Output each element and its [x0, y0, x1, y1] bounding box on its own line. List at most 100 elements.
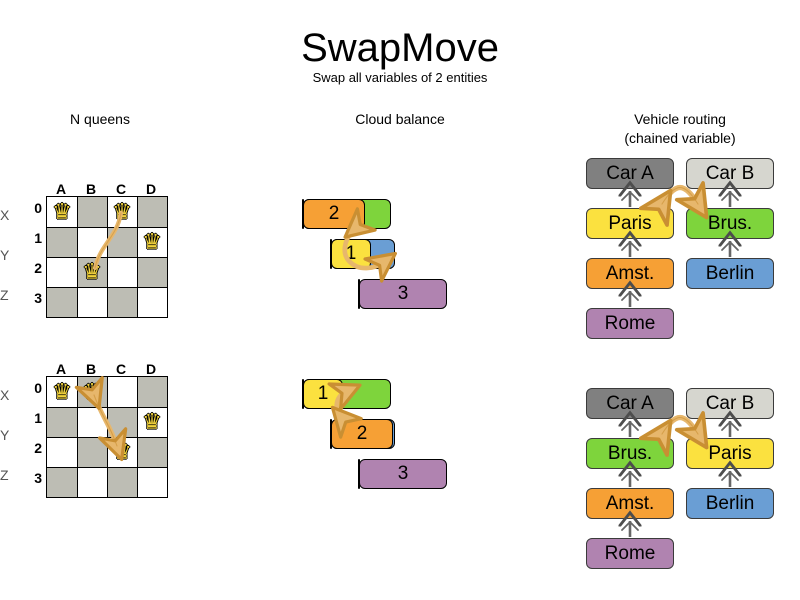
board-cell-d0[interactable]	[137, 377, 167, 407]
cloud-process-2[interactable]: 2	[303, 198, 365, 229]
board-cell-a0[interactable]	[47, 377, 77, 407]
board-cell-b1[interactable]	[77, 407, 107, 437]
vr-node-paris[interactable]: Paris	[586, 208, 674, 239]
vr-node-cara[interactable]: Car A	[586, 158, 674, 189]
cloud-process-3[interactable]: 3	[359, 278, 447, 309]
board-cell-b3[interactable]	[77, 287, 107, 317]
chain-arrow-head	[621, 470, 639, 481]
board-cell-a3[interactable]	[47, 467, 77, 497]
board-cell-a1[interactable]	[47, 227, 77, 257]
chessboard-after[interactable]: ♛♛♛♛	[46, 376, 168, 498]
cloud-bar-z[interactable]: 3	[358, 278, 447, 309]
board-cell-d2[interactable]	[137, 437, 167, 467]
cloud-bar-z[interactable]: 3	[358, 458, 447, 489]
vr-node-berlin[interactable]: Berlin	[686, 488, 774, 519]
vr-node-rome[interactable]: Rome	[586, 308, 674, 339]
cloud-computer-label-y: Y	[0, 247, 10, 263]
cloud-bar-x[interactable]: 32	[302, 198, 391, 229]
vr-node-amst[interactable]: Amst.	[586, 258, 674, 289]
file-label-d: D	[145, 361, 157, 377]
vr-node-rome[interactable]: Rome	[586, 538, 674, 569]
cloud-computer-label-x: X	[0, 387, 10, 403]
cloud-process-1[interactable]: 1	[331, 238, 371, 269]
board-cell-d3[interactable]	[137, 467, 167, 497]
chain-arrow-head	[721, 470, 739, 481]
board-cell-b0[interactable]	[77, 197, 107, 227]
board-cell-d1[interactable]	[137, 407, 167, 437]
board-cell-d1[interactable]	[137, 227, 167, 257]
file-label-b: B	[85, 361, 97, 377]
cloud-process-1[interactable]: 1	[303, 378, 343, 409]
board-cell-c0[interactable]	[107, 197, 137, 227]
chain-arrow-head	[621, 520, 639, 531]
board-cell-a3[interactable]	[47, 287, 77, 317]
chessboard-before[interactable]: ♛♛♛♛	[46, 196, 168, 318]
board-cell-a0[interactable]	[47, 197, 77, 227]
vr-node-berlin[interactable]: Berlin	[686, 258, 774, 289]
section-heading-cloudbalance: Cloud balance	[355, 111, 445, 127]
board-cell-b0[interactable]	[77, 377, 107, 407]
board-cell-c1[interactable]	[107, 227, 137, 257]
file-label-d: D	[145, 181, 157, 197]
chain-arrow-head	[621, 290, 639, 301]
vr-node-cara[interactable]: Car A	[586, 388, 674, 419]
board-cell-b2[interactable]	[77, 437, 107, 467]
cloud-process-2[interactable]: 2	[331, 418, 393, 449]
vr-node-amst[interactable]: Amst.	[586, 488, 674, 519]
swap-arrow-outline	[661, 186, 699, 205]
rank-label-0: 0	[34, 380, 42, 396]
swap-arrow-outline	[661, 416, 699, 435]
board-cell-d2[interactable]	[137, 257, 167, 287]
board-cell-c2[interactable]	[107, 257, 137, 287]
board-cell-c3[interactable]	[107, 467, 137, 497]
swap-arrow-vehiclerouting-before	[638, 181, 709, 227]
board-cell-a1[interactable]	[47, 407, 77, 437]
board-cell-b3[interactable]	[77, 467, 107, 497]
board-gridline-horizontal	[47, 437, 167, 438]
swap-arrow-vehiclerouting-after	[638, 411, 709, 457]
file-label-a: A	[55, 361, 67, 377]
board-cell-b2[interactable]	[77, 257, 107, 287]
section-heading-nqueens: N queens	[70, 111, 130, 127]
cloud-bar-y[interactable]: 21	[330, 238, 395, 269]
chain-arrow-head	[721, 240, 739, 251]
vr-node-carb[interactable]: Car B	[686, 158, 774, 189]
page-subtitle: Swap all variables of 2 entities	[312, 70, 488, 85]
board-cell-c0[interactable]	[107, 377, 137, 407]
board-cell-b1[interactable]	[77, 227, 107, 257]
rank-label-1: 1	[34, 410, 42, 426]
cloud-computer-label-y: Y	[0, 427, 10, 443]
board-cell-c3[interactable]	[107, 287, 137, 317]
vr-node-brus[interactable]: Brus.	[686, 208, 774, 239]
board-cell-c2[interactable]	[107, 437, 137, 467]
vr-node-paris[interactable]: Paris	[686, 438, 774, 469]
rank-label-2: 2	[34, 440, 42, 456]
cloud-process-3[interactable]: 3	[359, 458, 447, 489]
file-label-b: B	[85, 181, 97, 197]
file-label-c: C	[115, 181, 127, 197]
board-cell-c1[interactable]	[107, 407, 137, 437]
board-cell-d0[interactable]	[137, 197, 167, 227]
board-gridline-horizontal	[47, 287, 167, 288]
board-gridline-horizontal	[47, 257, 167, 258]
cloud-computer-label-z: Z	[0, 467, 9, 483]
rank-label-1: 1	[34, 230, 42, 246]
board-gridline-horizontal	[47, 467, 167, 468]
vr-node-carb[interactable]: Car B	[686, 388, 774, 419]
cloud-bar-y[interactable]: 22	[330, 418, 395, 449]
board-cell-a2[interactable]	[47, 437, 77, 467]
rank-label-0: 0	[34, 200, 42, 216]
file-label-a: A	[55, 181, 67, 197]
board-cell-a2[interactable]	[47, 257, 77, 287]
cloud-computer-label-x: X	[0, 207, 10, 223]
cloud-computer-label-z: Z	[0, 287, 9, 303]
vr-node-brus[interactable]: Brus.	[586, 438, 674, 469]
chain-arrow-head	[621, 420, 639, 431]
chain-arrow-head	[621, 190, 639, 201]
section-heading-vehiclerouting-line2: (chained variable)	[624, 130, 736, 146]
chain-arrow-head	[721, 190, 739, 201]
board-cell-d3[interactable]	[137, 287, 167, 317]
rank-label-2: 2	[34, 260, 42, 276]
